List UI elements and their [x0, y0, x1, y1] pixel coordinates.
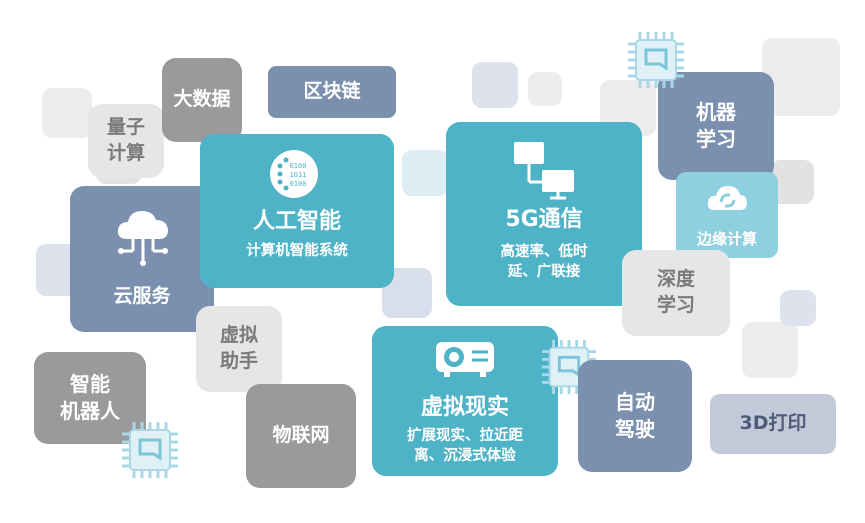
label-cloud-service: 云服务 [113, 285, 171, 308]
tile-autonomous-driving [578, 360, 692, 472]
svg-text:1011: 1011 [290, 171, 307, 179]
deco-square [528, 72, 562, 106]
label-ai-title: 人工智能 [252, 209, 341, 235]
label-big-data: 大数据 [173, 88, 231, 111]
deco-square [402, 150, 448, 196]
ai-chip-icon: 0100 1011 0100 [268, 148, 320, 200]
label-quantum-computing: 量子 计算 [106, 116, 145, 164]
svg-text:0100: 0100 [290, 180, 307, 188]
deco-square [472, 62, 518, 108]
deco-square [762, 38, 840, 116]
label-vr-title: 虚拟现实 [420, 395, 509, 421]
label-blockchain: 区块链 [303, 80, 361, 103]
label-deep-learning: 深度 学习 [656, 268, 695, 316]
projector-icon [434, 338, 496, 378]
tile-3d-printing [710, 394, 836, 454]
processor-chip-icon [120, 420, 180, 480]
deco-square [780, 290, 816, 326]
tile-intelligent-robot [34, 352, 146, 444]
label-machine-learning: 机器 学习 [696, 100, 736, 151]
cloud-sync-icon [706, 182, 748, 216]
cloud-icon [115, 205, 171, 267]
label-edge-computing: 边缘计算 [696, 229, 757, 248]
tile-virtual-assistant [196, 306, 282, 392]
label-virtual-assistant: 虚拟 助手 [219, 324, 258, 372]
svg-text:0100: 0100 [290, 162, 307, 170]
tile-quantum-computing [88, 104, 164, 178]
label-intelligent-robot: 智能 机器人 [60, 372, 120, 423]
deco-square [42, 88, 92, 138]
processor-chip-icon [540, 338, 598, 396]
tile-machine-learning [658, 72, 774, 180]
label-3d-printing: 3D打印 [739, 412, 807, 435]
label-internet-of-things: 物联网 [272, 424, 330, 447]
processor-chip-icon [626, 30, 686, 90]
label-vr-subtitle: 扩展现实、拉近距 离、沉浸式体验 [407, 428, 523, 464]
network-icon [512, 140, 578, 200]
label-5g-title: 5G通信 [505, 207, 583, 233]
deco-square [742, 322, 798, 378]
tile-deep-learning [622, 250, 730, 336]
label-5g-subtitle: 高速率、低时 延、广联接 [500, 244, 588, 280]
tile-internet-of-things [246, 384, 356, 488]
tile-blockchain [268, 66, 396, 118]
tile-big-data [162, 58, 242, 142]
label-autonomous-driving: 自动 驾驶 [615, 390, 655, 441]
label-ai-subtitle: 计算机智能系统 [246, 243, 348, 260]
